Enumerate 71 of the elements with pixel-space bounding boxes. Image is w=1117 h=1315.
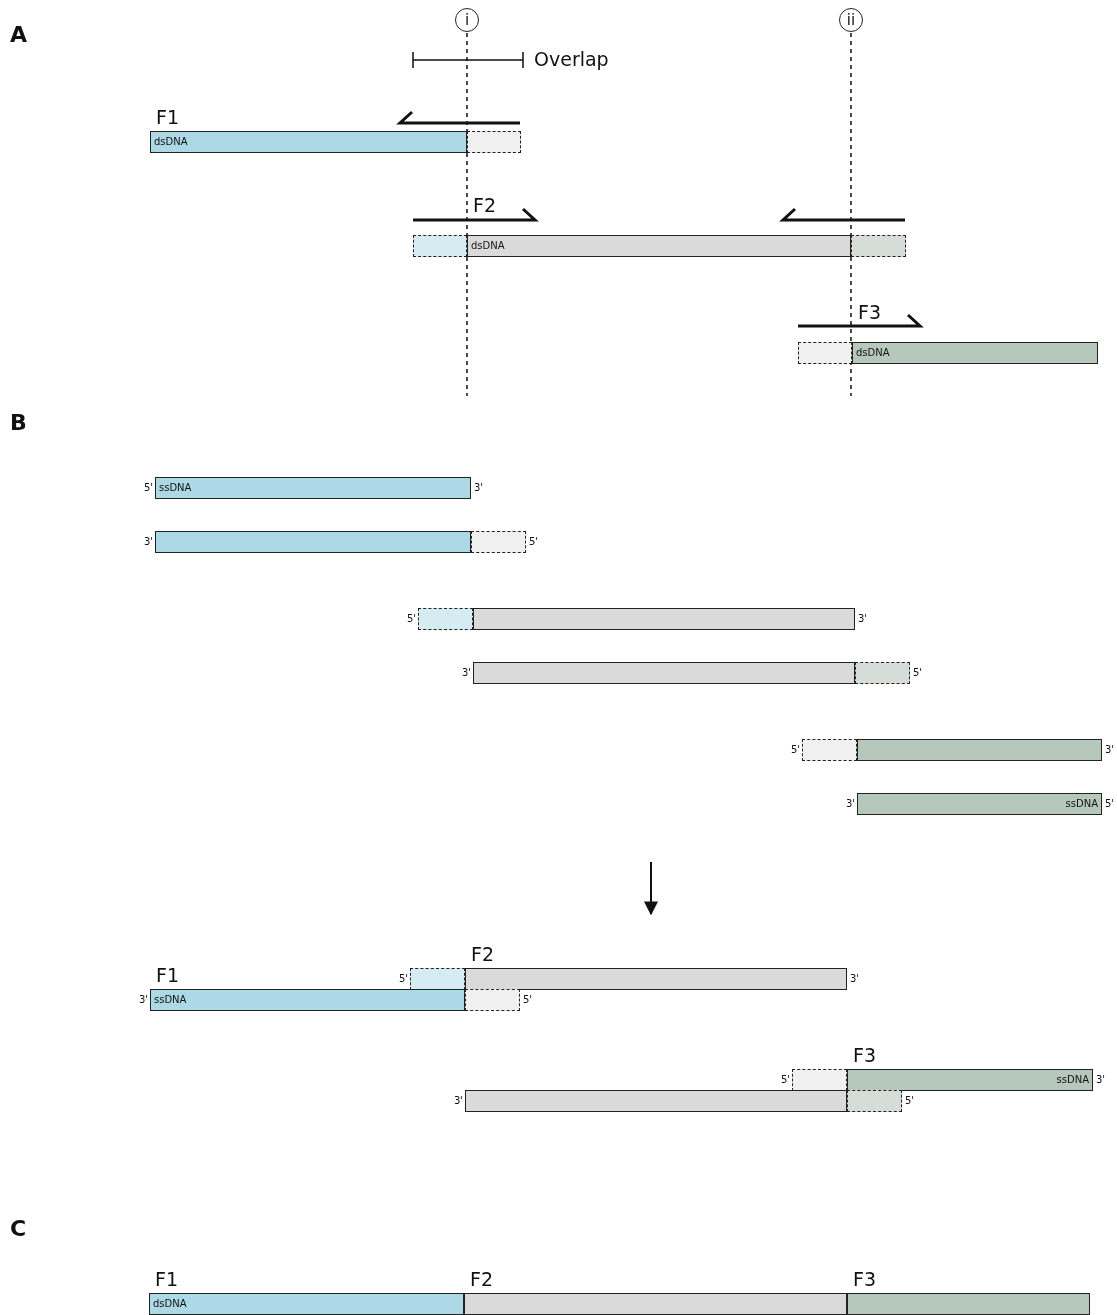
strand-label: dsDNA	[153, 1298, 187, 1310]
strand-end-label: 5'	[406, 613, 416, 625]
strand-end-label: 5'	[523, 994, 533, 1006]
strand-end-label: 3'	[858, 613, 868, 625]
strand-end-label: 5'	[398, 973, 408, 985]
dna-segment-bar	[798, 342, 852, 364]
strand-end-label: 3'	[138, 994, 148, 1006]
dna-segment-bar	[467, 235, 851, 257]
strand-end-label: 3'	[143, 536, 153, 548]
fragment-label: F1	[155, 1268, 179, 1290]
circle-numeral: i	[463, 11, 471, 29]
dna-segment-bar	[149, 1293, 464, 1315]
dna-segment-bar	[792, 1069, 847, 1091]
dna-segment-bar	[150, 131, 467, 153]
fragment-label: F1	[156, 964, 180, 986]
dna-segment-bar	[852, 342, 1098, 364]
dna-segment-bar	[464, 1293, 847, 1315]
strand-end-label: 5'	[780, 1074, 790, 1086]
dna-segment-bar	[473, 608, 855, 630]
strand-label: dsDNA	[154, 136, 188, 148]
fragment-label: F3	[858, 301, 882, 323]
dna-segment-bar	[847, 1069, 1093, 1091]
strand-label: ssDNA	[1065, 798, 1098, 810]
fragment-label: F3	[853, 1044, 877, 1066]
dna-segment-bar	[847, 1293, 1090, 1315]
strand-label: dsDNA	[471, 240, 505, 252]
dna-segment-bar	[465, 1090, 847, 1112]
dna-segment-bar	[465, 968, 847, 990]
panel-letter: C	[10, 1216, 27, 1242]
strand-end-label: 3'	[1096, 1074, 1106, 1086]
fragment-label: F2	[470, 1268, 494, 1290]
fragment-label: F3	[853, 1268, 877, 1290]
panel-letter: A	[10, 22, 28, 48]
dna-segment-bar	[155, 477, 471, 499]
strand-end-label: 5'	[143, 482, 153, 494]
strand-label: dsDNA	[856, 347, 890, 359]
strand-end-label: 3'	[461, 667, 471, 679]
dna-segment-bar	[847, 1090, 902, 1112]
dna-segment-bar	[410, 968, 465, 990]
dna-segment-bar	[418, 608, 473, 630]
dna-segment-bar	[802, 739, 857, 761]
fragment-label: F2	[471, 943, 495, 965]
dna-segment-bar	[465, 989, 520, 1011]
fragment-label: F2	[473, 194, 497, 216]
panel-letter: B	[10, 410, 27, 436]
dna-segment-bar	[851, 235, 906, 257]
strand-label: ssDNA	[159, 482, 192, 494]
strand-label: ssDNA	[1056, 1074, 1089, 1086]
strand-end-label: 3'	[845, 798, 855, 810]
dna-segment-bar	[150, 989, 465, 1011]
dna-segment-bar	[473, 662, 855, 684]
fragment-label: F1	[156, 106, 180, 128]
dna-segment-bar	[857, 793, 1102, 815]
dna-segment-bar	[857, 739, 1102, 761]
dna-segment-bar	[471, 531, 526, 553]
strand-end-label: 3'	[453, 1095, 463, 1107]
strand-end-label: 5'	[905, 1095, 915, 1107]
dimension-label: Overlap	[534, 48, 609, 70]
dna-segment-bar	[855, 662, 910, 684]
dna-segment-bar	[413, 235, 467, 257]
strand-end-label: 5'	[529, 536, 539, 548]
dna-segment-bar	[467, 131, 521, 153]
strand-end-label: 5'	[790, 744, 800, 756]
strand-end-label: 3'	[850, 973, 860, 985]
strand-end-label: 3'	[1105, 744, 1115, 756]
circle-numeral: ii	[845, 11, 857, 29]
strand-end-label: 3'	[474, 482, 484, 494]
strand-end-label: 5'	[913, 667, 923, 679]
strand-end-label: 5'	[1105, 798, 1115, 810]
strand-label: ssDNA	[154, 994, 187, 1006]
dna-segment-bar	[155, 531, 471, 553]
